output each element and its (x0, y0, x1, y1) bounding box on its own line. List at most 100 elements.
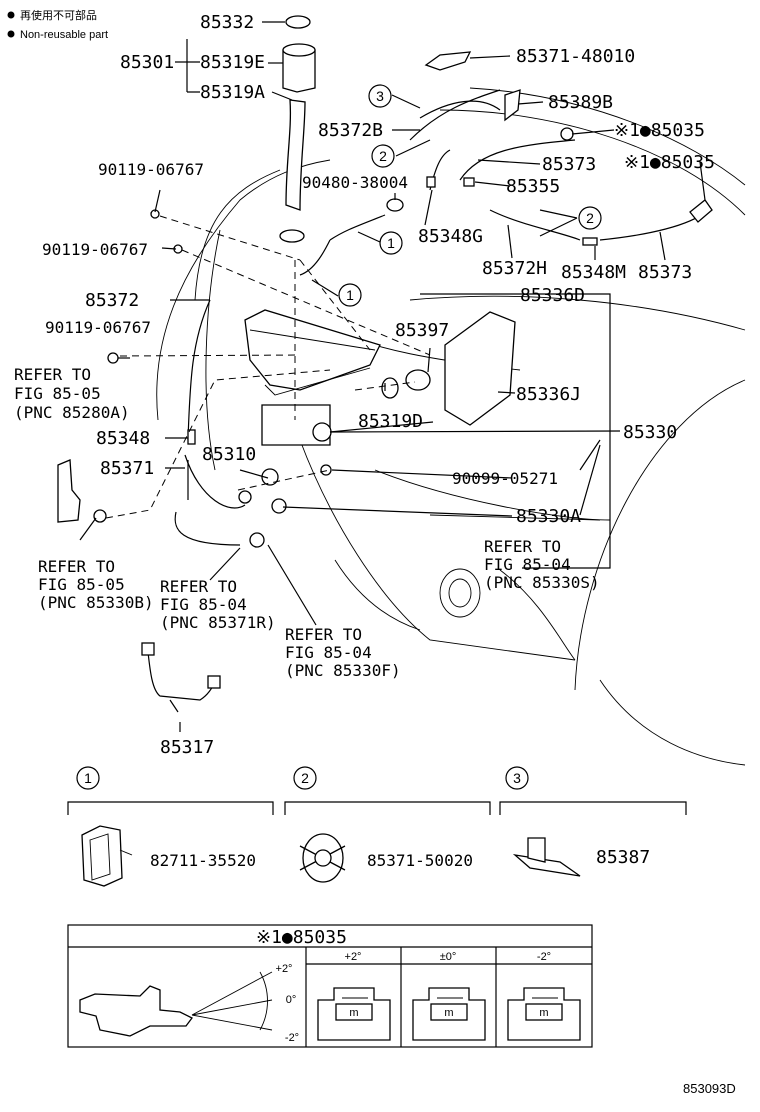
refer-85371R-line1: REFER TO (160, 577, 237, 596)
callout-85035-b: ※1●85035 (624, 152, 715, 173)
callout-85310: 85310 (202, 444, 256, 465)
col-plus2: +2° (345, 951, 362, 963)
refer-85330S-line3: (PNC 85330S) (484, 573, 600, 592)
refer-85330B-line1: REFER TO (38, 557, 115, 576)
nozzle-head-plus2-icon: m (317, 987, 391, 1041)
callout-85372: 85372 (85, 290, 139, 311)
panel-marker-2 (293, 766, 317, 790)
subpart-panels: 1 2 3 82711-35520 85371-50020 85387 (67, 766, 687, 887)
grommet (279, 229, 305, 243)
svg-text:3: 3 (513, 770, 521, 786)
bullet-icon (7, 30, 15, 38)
callout-85348: 85348 (96, 428, 150, 449)
refer-85280A-line2: FIG 85-05 (14, 384, 101, 403)
col-zero: ±0° (440, 951, 457, 963)
motor-assy (57, 459, 107, 523)
callout-85319D: 85319D (358, 411, 423, 432)
svg-text:2: 2 (379, 148, 387, 164)
refer-85330B-line3: (PNC 85330B) (38, 593, 154, 612)
panel-marker-3 (505, 766, 529, 790)
svg-text:1: 1 (84, 770, 92, 786)
washer-hoses (187, 51, 713, 500)
svg-text:m: m (444, 1007, 453, 1019)
callout-90099-05271: 90099-05271 (452, 469, 558, 488)
nozzle-head-zero-icon: m (412, 987, 486, 1041)
callout-85035-a: ※1●85035 (614, 120, 705, 141)
callout-85348G: 85348G (418, 226, 483, 247)
panel-marker-1 (76, 766, 100, 790)
svg-text:m: m (539, 1007, 548, 1019)
marker-1 (379, 231, 403, 255)
legend: 再使用不可部品 Non-reusable part (7, 8, 108, 41)
callout-85317: 85317 (160, 737, 214, 758)
nozzle-head-minus2-icon: m (507, 987, 581, 1041)
col-minus2: -2° (537, 951, 551, 963)
callout-85319A: 85319A (200, 82, 265, 103)
refer-85330F-line2: FIG 85-04 (285, 643, 372, 662)
angle-zero: 0° (286, 994, 297, 1006)
clamp-82711-icon (81, 825, 133, 887)
marker-3 (368, 84, 392, 108)
callout-85373-a: 85373 (542, 154, 596, 175)
svg-text:m: m (349, 1007, 358, 1019)
diagram-code: 853093D (683, 1081, 736, 1096)
svg-text:2: 2 (586, 210, 594, 226)
callout-85301: 85301 (120, 52, 174, 73)
callout-85330A: 85330A (516, 506, 581, 527)
svg-text:3: 3 (376, 88, 384, 104)
adjustment-table: ※1●85035 +2° ±0° -2° +2° 0° -2° m m (67, 924, 593, 1048)
refer-notes: REFER TO FIG 85-05 (PNC 85280A) REFER TO… (14, 365, 600, 680)
callout-85336D: 85336D (520, 285, 585, 306)
svg-text:1: 1 (346, 287, 354, 303)
subpart-82711-35520: 82711-35520 (150, 851, 256, 870)
clip-85371-icon (299, 833, 346, 883)
callout-85336J: 85336J (516, 384, 581, 405)
headlamp-nozzle-pipes (174, 454, 332, 548)
callout-90480-38004: 90480-38004 (302, 173, 408, 192)
callout-85373-b: 85373 (638, 262, 692, 283)
callout-85371-48010: 85371-48010 (516, 46, 635, 67)
nozzle-aim-icon (79, 971, 273, 1037)
inlet-duct (444, 311, 516, 426)
svg-text:1: 1 (387, 235, 395, 251)
callout-85389B: 85389B (548, 92, 613, 113)
callout-85355: 85355 (506, 176, 560, 197)
pump (312, 369, 431, 442)
refer-85371R-line3: (PNC 85371R) (160, 613, 276, 632)
diagram-markers: 3 2 1 1 2 (338, 84, 602, 307)
wire-harness (141, 642, 221, 713)
filler-cap (285, 15, 311, 29)
bullet-icon (7, 11, 15, 19)
marker-1 (338, 283, 362, 307)
angle-minus: -2° (285, 1032, 299, 1044)
marker-2 (371, 144, 395, 168)
marker-2 (578, 206, 602, 230)
refer-85280A-line3: (PNC 85280A) (14, 403, 130, 422)
washer-tank (244, 309, 381, 446)
callout-85372B: 85372B (318, 120, 383, 141)
svg-text:2: 2 (301, 770, 309, 786)
table-title: ※1●85035 (256, 927, 347, 948)
refer-85330S-line2: FIG 85-04 (484, 555, 571, 574)
callout-85371: 85371 (100, 458, 154, 479)
callout-85397: 85397 (395, 320, 449, 341)
filler-pipe (285, 99, 306, 211)
callout-85319E: 85319E (200, 52, 265, 73)
refer-85371R-line2: FIG 85-04 (160, 595, 247, 614)
callout-85332: 85332 (200, 12, 254, 33)
callouts: 85332 85301 85319E 85319A 85371-48010 85… (42, 12, 715, 758)
callout-90119-c: 90119-06767 (45, 318, 151, 337)
subpart-85371-50020: 85371-50020 (367, 851, 473, 870)
callout-85348M: 85348M (561, 262, 626, 283)
callout-85372H: 85372H (482, 258, 547, 279)
angle-plus: +2° (276, 963, 293, 975)
filler-neck (282, 43, 316, 93)
callout-85330: 85330 (623, 422, 677, 443)
leader-lines (79, 21, 706, 732)
legend-japanese: 再使用不可部品 (20, 8, 97, 22)
holder-85387-icon (512, 837, 581, 877)
bolts (107, 209, 183, 364)
refer-85330B-line2: FIG 85-05 (38, 575, 125, 594)
refer-85280A-line1: REFER TO (14, 365, 91, 384)
